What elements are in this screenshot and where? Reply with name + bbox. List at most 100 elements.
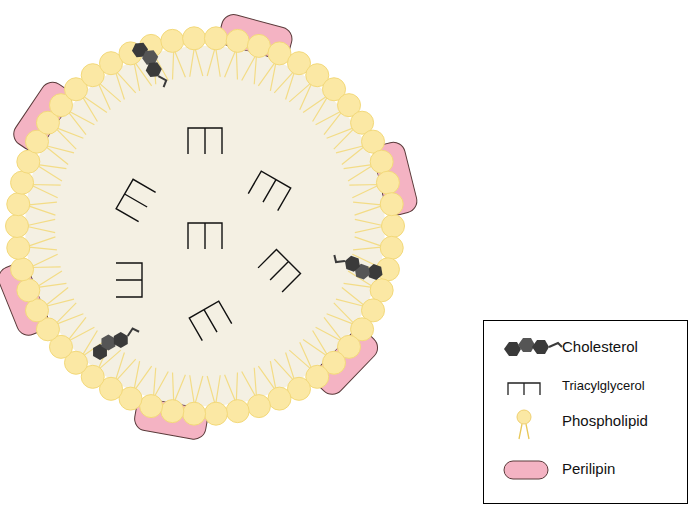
phospholipid-head (17, 150, 40, 173)
phospholipid-tail (344, 164, 375, 180)
phospholipid-head (226, 29, 249, 52)
phospholipid-head (204, 402, 227, 425)
phospholipid-tail (303, 95, 328, 121)
legend-label: Cholesterol (562, 339, 638, 356)
phospholipid-tail (115, 353, 136, 382)
legend-box: CholesterolTriacylglycerolPhospholipidPe… (483, 320, 688, 504)
phospholipid-tail (242, 368, 257, 399)
cholesterol-group (88, 37, 385, 362)
phospholipid-tail (303, 331, 328, 357)
phospholipid-head (11, 171, 34, 194)
triacylglycerol-icon (508, 383, 540, 395)
phospholipid-tail (190, 375, 203, 405)
phospholipid-heads (6, 27, 405, 425)
phospholipid-head (370, 150, 393, 173)
phospholipid-tail (316, 317, 343, 341)
phospholipid-head (7, 193, 30, 216)
triacylglycerol (116, 179, 156, 221)
phospholipid-tail (30, 184, 61, 197)
phospholipid-tail (98, 82, 121, 110)
phospholipid-tail (81, 95, 106, 121)
perilipin-icon (504, 461, 548, 479)
phospholipid-tail (355, 219, 385, 232)
phospholipid-tail (153, 368, 168, 399)
phospholipid-tail (316, 110, 343, 134)
phospholipid-tail (327, 127, 356, 149)
droplet-core (25, 46, 385, 406)
phospholipid-tail (353, 237, 384, 250)
legend-label: Perilipin (562, 461, 615, 478)
phospholipid-tail (225, 49, 238, 80)
phospholipid-tail (336, 145, 366, 164)
phospholipid-tail (55, 127, 84, 149)
phospholipid-tail (258, 361, 276, 391)
triacylglycerol (188, 223, 222, 249)
phospholipid-tail (258, 61, 276, 91)
phospholipid-tail (225, 372, 238, 403)
phospholipid-tail (134, 361, 152, 391)
phospholipid-head (370, 279, 393, 302)
phospholipid-tail (25, 219, 55, 232)
phospholipid-tail (242, 54, 257, 85)
phospholipid-head (204, 27, 227, 50)
phospholipid-head (183, 402, 206, 425)
phospholipid-tail (289, 82, 312, 110)
phospholipid-tail (274, 70, 295, 99)
phospholipid-head (382, 215, 405, 238)
phospholipid-tail (207, 375, 220, 405)
triacylglycerol (116, 263, 142, 297)
phospholipid-tail (173, 49, 186, 80)
phospholipid-tail (353, 202, 384, 215)
legend-label: Triacylglycerol (562, 379, 645, 393)
phospholipid-tail (207, 46, 220, 76)
perilipin-group (0, 12, 419, 441)
phospholipid-head (376, 171, 399, 194)
phospholipid-head (140, 395, 163, 418)
phospholipid-tail (36, 164, 67, 180)
triacylglycerol (258, 249, 300, 291)
phospholipid-head (161, 29, 184, 52)
phospholipid-tail (55, 303, 84, 325)
phospholipid-tail (274, 353, 295, 382)
phospholipid-tail (327, 303, 356, 325)
legend-label: Phospholipid (562, 413, 648, 430)
cholesterol-icon (504, 338, 562, 356)
phospholipid-head (11, 258, 34, 281)
phospholipid-tail (30, 254, 61, 267)
phospholipid-head (247, 395, 270, 418)
phospholipid-tail (289, 342, 312, 370)
phospholipid-head (161, 400, 184, 423)
phospholipid-head (362, 130, 385, 153)
phospholipid-head (6, 215, 29, 238)
triacylglycerol (248, 171, 290, 211)
phospholipid-head (25, 299, 48, 322)
phospholipid-tail (67, 110, 94, 134)
phospholipid-head (226, 400, 249, 423)
phospholipid-head (247, 34, 270, 57)
cholesterol (88, 320, 142, 362)
triacylglycerol-group (116, 128, 301, 341)
phospholipid-tail (173, 372, 186, 403)
phospholipid-tail (36, 271, 67, 287)
phospholipid-tail (44, 145, 74, 164)
phospholipid-tail (115, 70, 136, 99)
phospholipid-head (183, 27, 206, 50)
phospholipid-head (380, 193, 403, 216)
phospholipid-tail (44, 287, 74, 306)
phospholipid-tail (190, 46, 203, 76)
phospholipid-head (268, 387, 291, 410)
phospholipid-tail (349, 184, 380, 197)
phospholipid-icon (517, 410, 531, 439)
triacylglycerol (188, 128, 222, 154)
cholesterol (330, 250, 385, 285)
phospholipid-tail (26, 237, 57, 250)
phospholipid-tail (336, 287, 366, 306)
phospholipid-tail (26, 202, 57, 215)
phospholipid-tail (67, 317, 94, 341)
cholesterol (130, 37, 175, 90)
phospholipid-tails (25, 46, 385, 405)
triacylglycerol (189, 301, 231, 341)
phospholipid-head (17, 279, 40, 302)
phospholipid-head (7, 236, 30, 259)
phospholipid-head (380, 236, 403, 259)
